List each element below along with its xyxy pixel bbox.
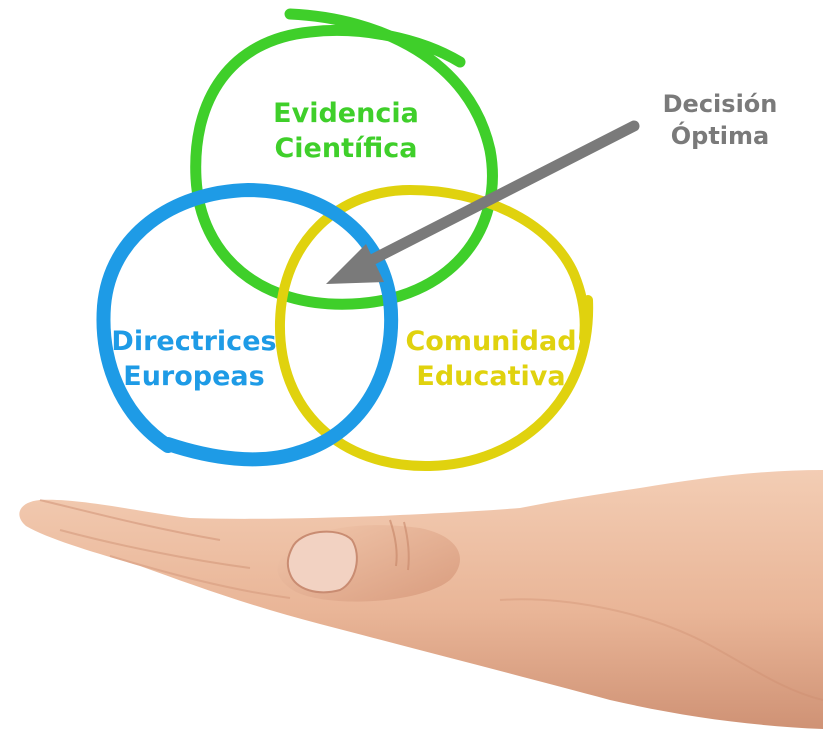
comunidad-circle <box>274 184 594 472</box>
evidencia-label-line-1: Evidencia <box>273 98 419 129</box>
comunidad-label: Comunidad Educativa <box>396 324 586 394</box>
directrices-circle <box>96 182 399 467</box>
open-palm-hand-icon <box>19 470 823 729</box>
decision-label-line-1: Decisión <box>662 90 778 118</box>
evidencia-label-line-2: Científica <box>274 133 418 164</box>
decision-label: Decisión Óptima <box>650 88 790 152</box>
evidencia-label: Evidencia Científica <box>246 96 446 166</box>
evidencia-circle <box>190 8 498 310</box>
comunidad-label-line-1: Comunidad <box>405 326 577 357</box>
directrices-label-line-2: Europeas <box>123 361 265 392</box>
comunidad-label-line-2: Educativa <box>416 361 566 392</box>
directrices-label-line-1: Directrices <box>111 326 277 357</box>
directrices-label: Directrices Europeas <box>104 324 284 394</box>
decision-arrow <box>326 120 640 284</box>
decision-label-line-2: Óptima <box>670 122 770 150</box>
